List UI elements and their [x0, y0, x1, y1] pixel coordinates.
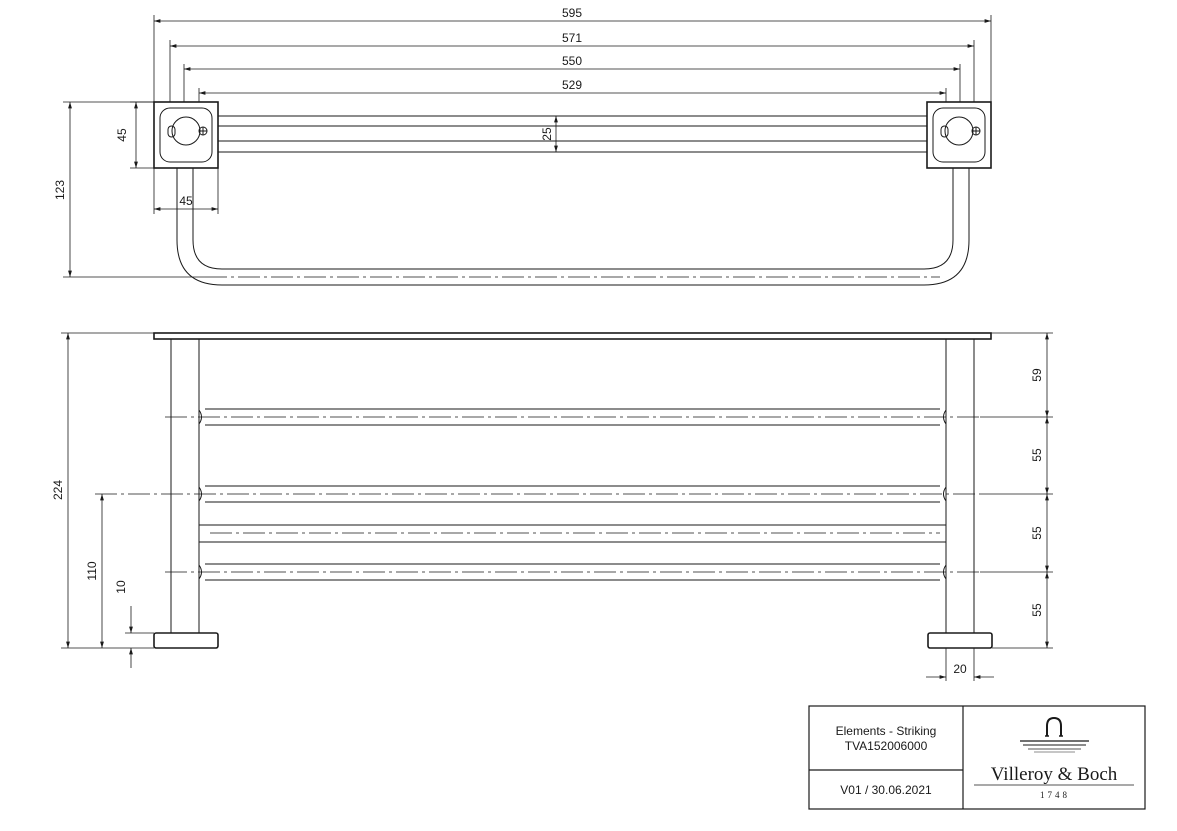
dim-55-c: 55: [1030, 603, 1044, 617]
article-number: TVA152006000: [845, 739, 928, 753]
right-post: [945, 339, 975, 633]
rail-1: [198, 408, 947, 426]
shelf-rails-top: [218, 115, 927, 153]
product-name: Elements - Striking: [836, 724, 937, 738]
brand-name: Villeroy & Boch: [991, 764, 1118, 785]
dim-55-b: 55: [1030, 526, 1044, 540]
title-block: Elements - Striking TVA152006000 V01 / 3…: [808, 705, 1146, 810]
right-wall-bracket: [926, 101, 992, 169]
dim-550: 550: [562, 54, 582, 68]
villeroy-boch-logo: Villeroy & Boch 1748: [974, 716, 1134, 800]
dim-55-a: 55: [1030, 448, 1044, 462]
left-wall-bracket: [153, 101, 219, 169]
dim-45-horizontal: 45: [179, 194, 193, 208]
dim-45-vertical: 45: [115, 128, 129, 142]
left-post: [170, 339, 200, 633]
dim-595: 595: [562, 6, 582, 20]
dim-10: 10: [114, 580, 128, 594]
right-base-foot: [927, 632, 993, 649]
top-wall-plate: [153, 332, 992, 340]
top-view: 595 571 550 529: [53, 6, 992, 286]
front-view: 59 55 55 55 224 110 10 20: [51, 332, 1053, 681]
dim-25: 25: [540, 127, 554, 141]
version-date: V01 / 30.06.2021: [840, 783, 932, 797]
dim-529: 529: [562, 78, 582, 92]
rail-mid: [199, 524, 946, 543]
dim-20: 20: [953, 662, 967, 676]
towel-bar-loop: [176, 168, 970, 286]
left-base-foot: [153, 632, 219, 649]
dim-110: 110: [85, 561, 99, 580]
dim-571: 571: [562, 31, 582, 45]
dim-59: 59: [1030, 368, 1044, 382]
rail-2: [198, 485, 947, 503]
dim-224: 224: [51, 480, 65, 500]
brand-year: 1748: [1040, 790, 1070, 800]
dim-123: 123: [53, 180, 67, 200]
